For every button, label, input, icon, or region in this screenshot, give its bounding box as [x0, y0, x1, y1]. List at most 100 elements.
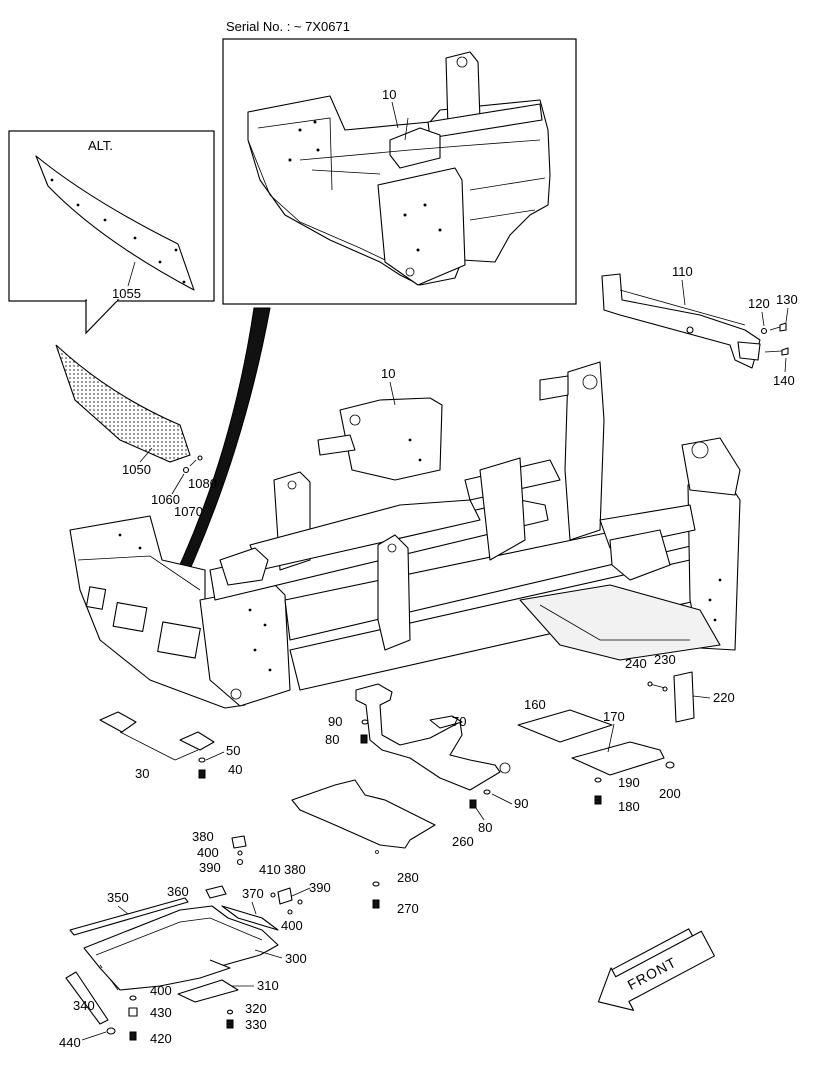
leader-50	[205, 751, 225, 761]
callout-220: 220	[713, 690, 735, 705]
leader-30-b	[174, 749, 199, 761]
callout-40: 40	[228, 762, 242, 777]
callout-310: 310	[257, 978, 279, 993]
leader-110	[681, 279, 686, 306]
leader-120	[761, 311, 765, 327]
leader-130	[785, 307, 789, 323]
callout-420: 420	[150, 1031, 172, 1046]
callout-370: 370	[242, 886, 264, 901]
callout-1080: 1080	[188, 476, 217, 491]
strip-350	[69, 897, 189, 936]
leader-140	[784, 357, 787, 373]
bolts-90-80-b	[469, 789, 491, 809]
callout-180: 180	[618, 799, 640, 814]
callout-240: 240	[625, 656, 647, 671]
callout-270: 270	[397, 901, 419, 916]
alt-callout-pointer	[85, 299, 120, 335]
callout-400-a: 400	[197, 845, 219, 860]
callout-110: 110	[672, 264, 693, 279]
callout-10-main: 10	[381, 366, 395, 381]
plate-170	[571, 741, 665, 776]
alt-label: ALT.	[88, 138, 113, 153]
callout-350: 350	[107, 890, 129, 905]
strip-370	[221, 905, 279, 931]
callout-230: 230	[654, 652, 676, 667]
callout-1070: 1070	[174, 504, 203, 519]
callout-140: 140	[773, 373, 795, 388]
callout-400-b: 400	[281, 918, 303, 933]
leader-370	[251, 901, 257, 915]
leader-10-main	[389, 381, 396, 406]
callout-320: 320	[245, 1001, 267, 1016]
plug-440	[106, 1027, 116, 1035]
fasteners-380-group-b	[270, 887, 311, 915]
callout-130: 130	[776, 292, 798, 307]
bolts-190-180-200	[594, 761, 675, 805]
callout-430: 430	[150, 1005, 172, 1020]
callout-1050: 1050	[122, 462, 151, 477]
callout-400-c: 400	[150, 983, 172, 998]
callout-10-inset: 10	[382, 87, 396, 102]
bolts-320-330	[226, 1009, 234, 1029]
callout-200: 200	[659, 786, 681, 801]
plate-310	[177, 979, 239, 1003]
alt-panel-holes	[50, 178, 186, 284]
callout-390-b: 390	[309, 880, 331, 895]
leader-220	[692, 695, 711, 699]
leader-440	[81, 1031, 107, 1041]
callout-360: 360	[167, 884, 189, 899]
callout-1055: 1055	[112, 286, 141, 301]
fasteners-380-group-a	[231, 835, 247, 866]
callout-90-b: 90	[514, 796, 528, 811]
leader-90-b	[491, 793, 513, 805]
plate-220	[673, 671, 695, 723]
leader-1055	[127, 261, 136, 287]
bolts-90-80-a	[360, 719, 369, 744]
serial-number-label: Serial No. : ~ 7X0671	[226, 19, 350, 34]
leader-300	[254, 949, 283, 959]
callout-390-a: 390	[199, 860, 221, 875]
callout-260: 260	[452, 834, 474, 849]
callout-280: 280	[397, 870, 419, 885]
callout-330: 330	[245, 1017, 267, 1032]
bracket-110	[601, 273, 761, 369]
callout-170: 170	[603, 709, 625, 724]
leader-170	[607, 723, 615, 753]
leader-1050	[139, 447, 153, 463]
callout-70: 70	[452, 714, 466, 729]
grille-1050	[55, 344, 191, 463]
callout-380-a: 380	[192, 829, 214, 844]
strip-340	[65, 971, 109, 1025]
plate-160	[517, 709, 613, 743]
main-frame-assembly	[69, 361, 741, 709]
callout-340: 340	[73, 998, 95, 1013]
bolts-400-430-420	[128, 995, 138, 1041]
callout-50: 50	[226, 743, 240, 758]
callout-410: 410	[259, 862, 281, 877]
callout-190: 190	[618, 775, 640, 790]
pad-360	[205, 885, 227, 899]
alt-panel-1055	[35, 155, 195, 291]
bracket-70	[355, 683, 511, 791]
callout-80-a: 80	[325, 732, 339, 747]
leader-30-a	[119, 731, 176, 761]
callout-90-a: 90	[328, 714, 342, 729]
plate-30-a	[99, 711, 137, 733]
plate-30-b	[179, 731, 215, 751]
plate-260	[291, 779, 436, 849]
callout-80-b: 80	[478, 820, 492, 835]
bolts-120-130	[760, 322, 789, 356]
callout-30: 30	[135, 766, 149, 781]
leader-10-inset	[391, 101, 399, 129]
leader-1060	[171, 473, 185, 495]
callout-440: 440	[59, 1035, 81, 1050]
callout-1060: 1060	[151, 492, 180, 507]
bolts-280-270	[372, 881, 380, 909]
callout-120: 120	[748, 296, 770, 311]
callout-160: 160	[524, 697, 546, 712]
inset-frame-drawing	[247, 51, 551, 286]
callout-380-b: 380	[284, 862, 306, 877]
leader-80-b	[475, 807, 485, 821]
bolts-230-240	[647, 681, 668, 692]
